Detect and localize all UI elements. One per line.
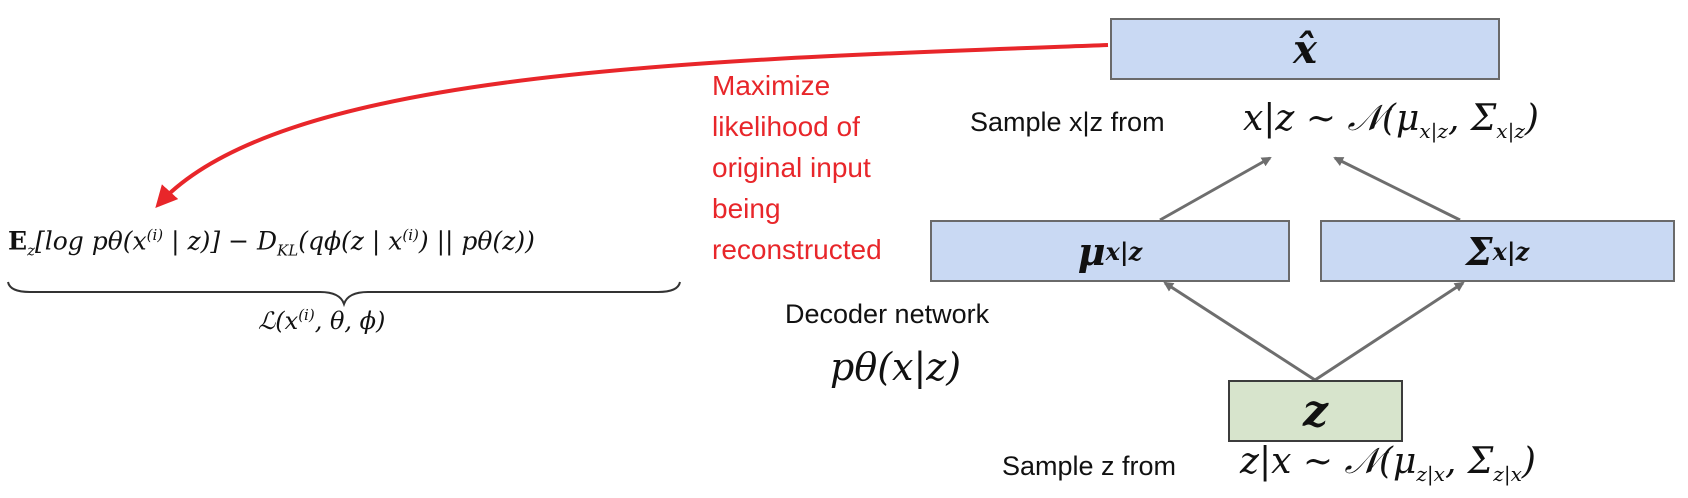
sample-z-label: Sample z from: [1002, 451, 1177, 481]
equation-underbrace: [7, 281, 681, 308]
log-likelihood-superscript: (i): [146, 226, 164, 244]
sample-z-formula-mid: , Σ: [1444, 441, 1494, 482]
kl-term: − D: [220, 226, 278, 256]
kl-end: ) || pθ(z)): [418, 226, 535, 256]
mu-label: μ: [1077, 228, 1106, 274]
sample-x-formula-start: x|z ∼ 𝒩(μ: [1243, 98, 1420, 139]
log-likelihood-term: [log pθ(x: [34, 226, 147, 256]
sample-x-formula: x|z ∼ 𝒩(μx|z, Σx|z): [1243, 98, 1539, 143]
kl-superscript: (i): [402, 226, 419, 244]
sample-z-formula-end: ): [1521, 441, 1536, 482]
elbo-equation: Ez[log pθ(x(i) | z)] − DKL(qϕ(z | x(i)) …: [8, 226, 535, 259]
annotation-line-1: Maximize: [712, 70, 831, 101]
arrow-sigma-to-sample: [1333, 156, 1461, 222]
expectation-symbol: E: [8, 226, 28, 256]
annotation-line-4: being: [712, 193, 781, 224]
kl-subscript: KL: [277, 241, 299, 260]
sample-x-formula-end: ): [1524, 98, 1539, 139]
arrow-z-to-mu: [1163, 281, 1316, 382]
elbo-label-end: , θ, ϕ): [314, 307, 386, 335]
z-label: z: [1303, 385, 1328, 437]
sigma-subscript: x|z: [1492, 236, 1530, 266]
x-hat-box: x̂: [1110, 18, 1500, 80]
z-box: z: [1228, 380, 1403, 442]
annotation-line-2: likelihood of: [712, 111, 860, 142]
sample-x-formula-sub1: x|z: [1419, 119, 1448, 144]
sample-z-formula-sub1: z|x: [1416, 462, 1445, 487]
decoder-formula: pθ(x|z): [830, 345, 962, 389]
annotation-line-3: original input: [712, 152, 871, 183]
elbo-label: ℒ(x(i), θ, ϕ): [258, 306, 385, 335]
arrow-mu-to-sample: [1159, 156, 1272, 222]
likelihood-annotation: Maximize likelihood of original input be…: [712, 65, 882, 270]
x-hat-label: x̂: [1293, 25, 1317, 73]
sample-x-label: Sample x|z from: [970, 107, 1165, 137]
log-likelihood-end: | z)]: [163, 226, 221, 256]
mu-subscript: x|z: [1105, 236, 1143, 266]
sample-z-formula: z|x ∼ 𝒩(μz|x, Σz|x): [1240, 441, 1536, 486]
red-likelihood-arrow: [155, 43, 1109, 208]
sample-z-formula-start: z|x ∼ 𝒩(μ: [1240, 441, 1417, 482]
arrow-z-to-sigma: [1314, 281, 1465, 382]
sample-x-formula-sub2: x|z: [1496, 119, 1525, 144]
elbo-label-start: ℒ(x: [258, 307, 299, 335]
sample-x-formula-mid: , Σ: [1447, 98, 1497, 139]
sample-z-formula-sub2: z|x: [1493, 462, 1522, 487]
annotation-line-5: reconstructed: [712, 234, 882, 265]
decoder-network-label: Decoder network: [785, 299, 990, 329]
kl-body: (qϕ(z | x: [298, 226, 403, 256]
sigma-label: Σ: [1465, 228, 1493, 274]
expectation-subscript: z: [27, 241, 35, 260]
elbo-label-superscript: (i): [298, 306, 315, 324]
